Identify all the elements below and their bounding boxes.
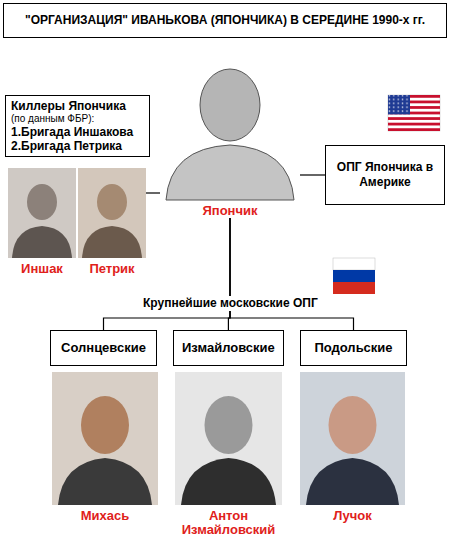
portrait <box>8 168 76 258</box>
portrait-card: Антон Измайловский <box>175 372 282 537</box>
person-name: Иншак <box>8 262 76 276</box>
connector-line <box>146 192 160 193</box>
flag-stars <box>388 95 410 114</box>
box-text: ОПГ Япончика в Америке <box>332 160 438 190</box>
box-text: (по данным ФБР): <box>11 113 144 125</box>
flag-stripe <box>388 128 440 131</box>
group-box: Подольские <box>300 330 407 366</box>
group-box: Измайловские <box>173 330 284 366</box>
portrait <box>78 168 146 258</box>
flag-stripe <box>388 117 440 120</box>
box-text: Киллеры Япончика <box>11 99 144 113</box>
portrait-shoulders <box>82 226 142 258</box>
box-text: Измайловские <box>182 340 275 356</box>
portrait-frame <box>175 372 282 505</box>
portrait-shoulders <box>166 145 294 200</box>
tree-label: Крупнейшие московские ОПГ <box>139 296 322 311</box>
portrait-head <box>205 396 253 454</box>
portrait <box>52 372 158 505</box>
portrait-shoulders <box>306 458 399 505</box>
portrait-shoulders <box>181 458 276 505</box>
portrait-shoulders <box>58 458 152 505</box>
person-name: Петрик <box>78 262 146 276</box>
portrait-card: Лучок <box>300 372 405 523</box>
connector-line <box>300 174 325 175</box>
flag-stripe <box>388 123 440 126</box>
group-box: Солнцевские <box>50 330 157 366</box>
person-name: Михась <box>52 509 158 523</box>
us-flag <box>388 95 440 131</box>
portrait-shoulders <box>12 226 72 258</box>
flag-canton <box>388 95 410 114</box>
portrait-head <box>27 184 57 220</box>
portrait-head <box>329 396 377 454</box>
portrait-card: Иншак <box>8 168 76 276</box>
portrait-card: Петрик <box>78 168 146 276</box>
portrait-frame <box>8 168 76 258</box>
box-text: 2.Бригада Петрика <box>11 139 144 153</box>
portrait-card: Михась <box>52 372 158 523</box>
flag-stripe <box>333 258 375 270</box>
flag-field <box>388 95 440 131</box>
person-name: Япончик <box>160 204 300 218</box>
person-name: Лучок <box>300 509 405 523</box>
box-text: Солнцевские <box>59 340 148 356</box>
diagram-title: "ОРГАНИЗАЦИЯ" ИВАНЬКОВА (ЯПОНЧИКА) В СЕР… <box>3 3 447 38</box>
portrait-frame <box>300 372 405 505</box>
portrait-head <box>97 184 127 220</box>
flag-stripe <box>333 282 375 294</box>
portrait <box>300 372 405 505</box>
group-box: ОПГ Япончика в Америке <box>325 145 445 205</box>
portrait-frame <box>160 52 300 200</box>
russian-flag <box>333 258 375 294</box>
portrait-head <box>200 69 260 141</box>
box-text: 1.Бригада Иншакова <box>11 125 144 139</box>
group-box: Киллеры Япончика(по данным ФБР):1.Бригад… <box>5 95 150 157</box>
connector-line <box>230 218 354 330</box>
person-name: Антон Измайловский <box>175 509 282 537</box>
portrait <box>160 52 300 200</box>
portrait-frame <box>78 168 146 258</box>
box-text: Подольские <box>309 340 398 356</box>
portrait-card: Япончик <box>160 52 300 218</box>
portrait <box>175 372 282 505</box>
portrait-head <box>81 396 129 454</box>
flag-stripe <box>333 270 375 282</box>
portrait-frame <box>52 372 158 505</box>
